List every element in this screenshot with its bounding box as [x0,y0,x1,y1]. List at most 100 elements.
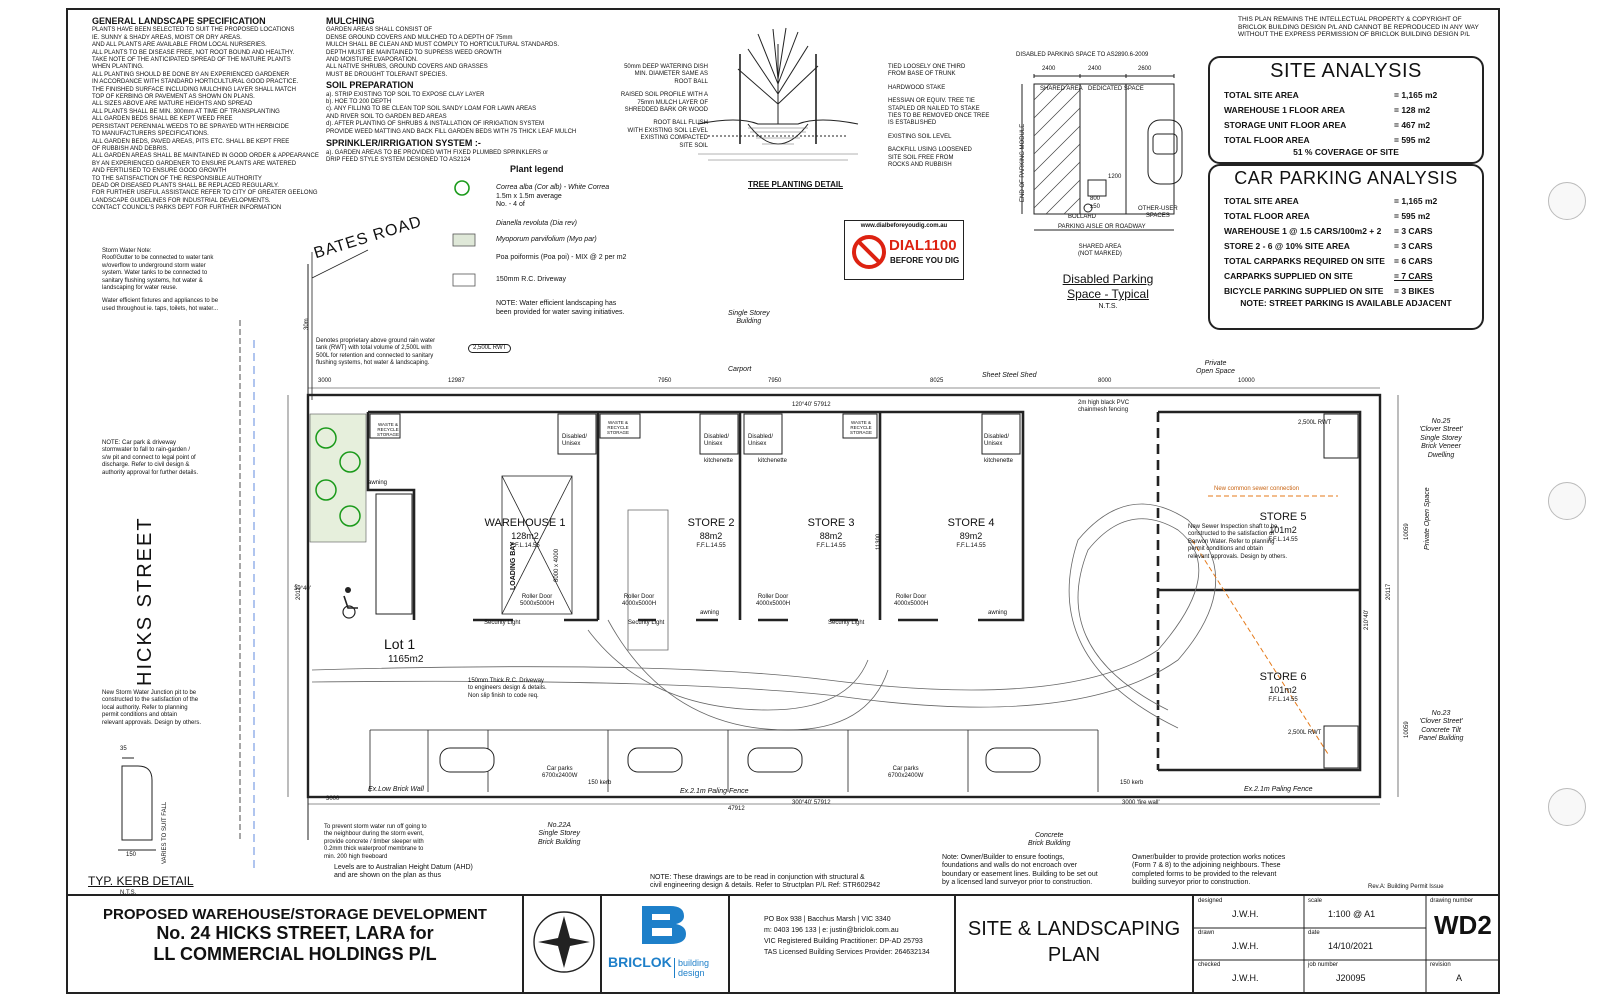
site-small-label: Security Light [484,620,521,626]
unit-name: STORE 6 [1259,671,1307,683]
dp-dim450: ±50 [1090,204,1100,210]
copyright-line: WITHOUT THE EXPRESS PERMISSION OF BRICLO… [1238,31,1470,38]
bearing-right: 210°40' [1364,609,1370,630]
sw-junction-line: relevant approvals. Design by others. [102,719,202,726]
carpark-note-line: NOTE: Car park & driveway [102,440,177,446]
plan-title-line: SITE & LANDSCAPING [967,918,1181,940]
owner-note-2: Owner/builder to provide protection work… [1132,854,1285,888]
analysis-value: = 3 CARS [1394,240,1433,251]
date-label: date [1308,930,1320,936]
contact-line: m: 0403 196 133 | e: justin@briclok.com.… [764,927,899,934]
spec-line: DEAD OR DISEASED PLANTS SHALL BE REPLACE… [92,182,279,189]
no23-text: Panel Building [1418,735,1464,743]
unit-ffl: F.F.L.14.55 [696,543,726,549]
spec-line: TO THE SATISFACTION OF THE RESPONSIBLE A… [92,175,262,182]
sewer-note-line: Barwon Water. Refer to planning [1188,538,1275,545]
legend-text: Correa alba (Cor alb) - White Correa [496,184,610,191]
dp-bollard: BOLLARD [1068,214,1097,220]
legend-correa: Correa alba (Cor alb) - White Correa 1.5… [496,184,609,210]
analysis-key: STORAGE UNIT FLOOR AREA [1224,119,1347,130]
site-plan-drawing [118,249,1399,870]
sewer-connection-label: New common sewer connection [1214,486,1300,492]
paling-fence-south: Ex.2.1m Paling Fence [680,788,749,795]
unit-ffl: F.F.L.14.55 [956,543,986,549]
analysis-value: = 595 m2 [1394,134,1431,145]
analysis-key: TOTAL SITE AREA [1224,195,1299,206]
unit-area: 101m2 [1269,525,1297,535]
site-small-label: Disabled/ Unisex [984,434,1010,448]
tree-label: SITE SOIL [679,142,708,149]
dim-top: 8000 [1098,378,1112,384]
legend-poa: Poa poiformis (Poa poi) - MIX @ 2 per m2 [496,254,627,261]
site-small-label: kitchenette [704,458,734,464]
dp-dim: 2600 [1138,66,1152,72]
analysis-value: = 6 CARS [1394,255,1433,266]
tree-label: 50mm DEEP WATERING DISH [624,64,708,70]
disabled-parking-ref: DISABLED PARKING SPACE TO AS2890.6-2009 [1016,52,1149,58]
dial-before-you-dig: www.dialbeforeyoudig.com.au DIAL1100 BEF… [844,220,964,280]
storm-note-line: Roof/Gutter to be connected to water tan… [102,255,214,262]
site-small-label: 2,500L RWT [1288,730,1322,736]
tree-label: STAPLED OR NAILED TO STAKE [888,105,980,112]
dim-top: 7950 [658,378,672,384]
spec-line: BY AN EXPERIENCED GARDENER TO ENSURE PLA… [92,160,297,167]
revision-label: revision [1430,962,1451,968]
roller-door-text: Roller Door [895,594,927,600]
carpark-note-line: discharge. Refer to civil design & [102,462,190,469]
loading-bay [501,475,573,615]
car-parking-note: NOTE: STREET PARKING IS AVAILABLE ADJACE… [1240,298,1452,308]
legend-text: NOTE: Water efficient landscaping has [496,300,617,307]
analysis-key: WAREHOUSE 1 @ 1.5 CARS/100m2 + 2 [1224,225,1382,236]
tank-note-line: 500L for retention and connected to sani… [316,352,434,359]
building-walls [366,410,1362,772]
tank-note-line: tank (RWT) with total volume of 2,500L w… [316,345,432,352]
dp-dedicated-space: DEDICATED SPACE [1088,86,1144,92]
pvc-fence-label: 2m high black PVC chainmesh fencing [1078,400,1129,415]
tree-label: IS ESTABLISHED [888,120,937,127]
owner-line: boundary or easement lines. Building to … [942,870,1098,878]
storm-note-line: w/overflow to underground storm water [102,262,206,269]
legend-driveway: 150mm R.C. Driveway [496,276,567,283]
private-open-east: Private Open Space [1424,487,1432,550]
spec-line: TO MANUFACTURERS SPECIFICATIONS. [92,131,209,138]
soil-heading: SOIL PREPARATION [326,80,414,91]
no22a-text: Single Storey [538,830,581,838]
scale-value: 1:100 @ A1 [1328,909,1376,919]
driveway-text: to engineers design & details. [468,685,547,692]
myoporum-symbol [452,233,476,247]
spec-line: THE FINISHED SURFACE INCLUDING MULCHING … [92,86,296,93]
company-name: BRICLOK [608,954,672,970]
dim-side: 20117 [1386,583,1392,600]
unit-area: 89m2 [959,531,983,541]
unit-name: STORE 3 [807,517,855,529]
soil-line: d). AFTER PLANTING OF SHRUBS & INSTALLAT… [326,121,545,128]
spec-line: PLANTS HAVE BEEN SELECTED TO SUIT THE PR… [92,27,295,34]
soil-line: AND RIVER SOIL TO GARDEN BED AREAS [326,113,447,120]
site-analysis-row: STORAGE UNIT FLOOR AREA= 467 m2 [1210,117,1482,132]
storm-note-line: sanitary flushing systems, hot water & [102,277,203,284]
legend-dianella: Dianella revoluta (Dia rev) [496,220,577,227]
carparks-label-2: Car parks 6700x2400W [888,766,923,781]
unit-ffl: F.F.L.14.55 [1268,697,1298,703]
kerb-dim-35: 35 [120,746,127,752]
plan-title-line: PLAN [1047,944,1101,966]
sprinkler-heading: SPRINKLER/IRRIGATION SYSTEM :- [326,138,481,149]
roller-door-text: 5000x5000H [520,601,555,608]
analysis-value: = 3 BIKES [1394,285,1435,296]
analysis-value: = 1,165 m2 [1394,89,1438,100]
site-small-label: Disabled/ Unisex [562,434,588,448]
logo-cell [524,896,602,992]
spec-line: OF RUBBISH AND DEBRIS. [92,145,169,152]
spec-line: IN ACCORDANCE WITH STANDARD HORTICULTURA… [92,79,299,86]
site-small-label: Disabled/ Unisex [748,434,774,448]
analysis-key: TOTAL FLOOR AREA [1224,210,1310,221]
tree-label: ROCKS AND RUBBISH [888,162,952,169]
dp-dim1200: 1200 [1108,174,1122,180]
car-parking-row: BICYCLE PARKING SUPPLIED ON SITE= 3 BIKE… [1210,283,1482,298]
loading-bay-label: LOADING BAY [510,541,517,590]
scale-label: scale [1308,898,1323,904]
